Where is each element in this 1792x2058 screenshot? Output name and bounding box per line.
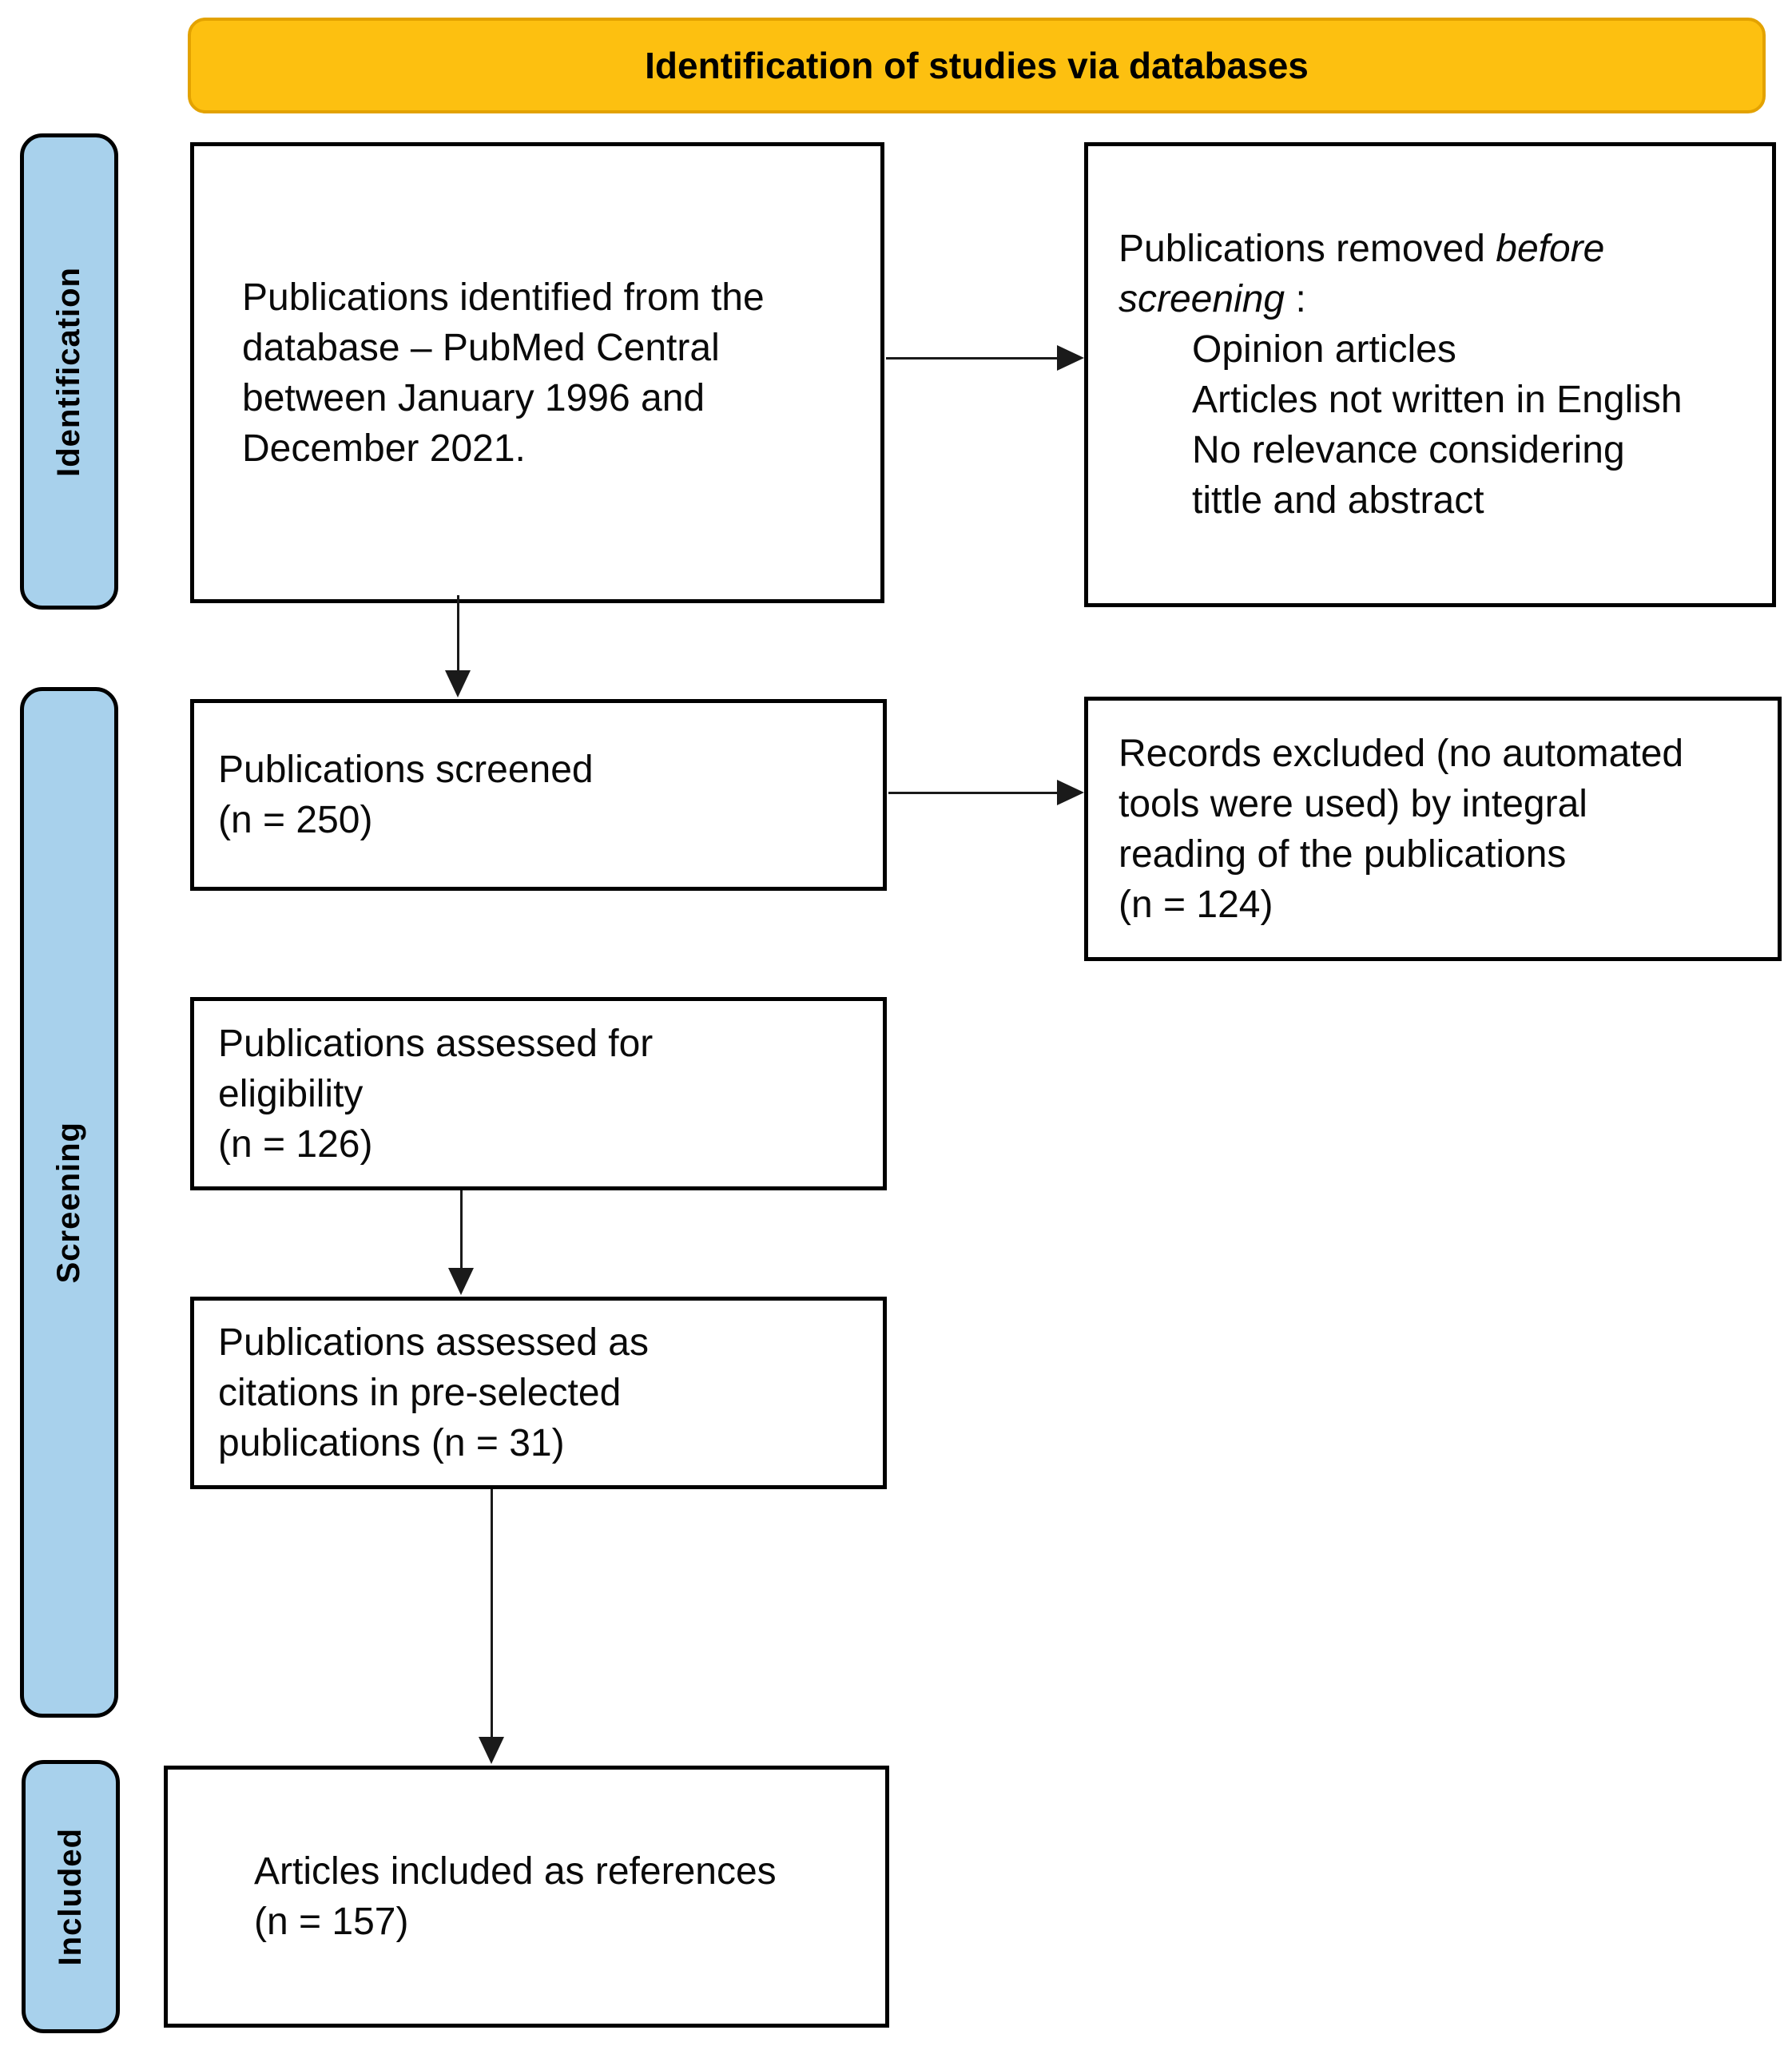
removed-text-italic: screening bbox=[1119, 278, 1285, 320]
banner-identification-of-studies: Identification of studies via databases bbox=[188, 18, 1766, 113]
stage-bar-screening: Screening bbox=[20, 687, 118, 1718]
text-line: publications (n = 31) bbox=[218, 1422, 565, 1464]
text-line: Articles included as references bbox=[254, 1850, 777, 1893]
text-line: between January 1996 and bbox=[242, 376, 705, 419]
box-records-excluded: Records excluded (no automated tools wer… bbox=[1084, 697, 1782, 961]
text-line: eligibility bbox=[218, 1072, 364, 1115]
text-line: Publications assessed for bbox=[218, 1022, 654, 1065]
arrow-identified-to-removed bbox=[886, 345, 1084, 371]
text-line: Publications removed before bbox=[1119, 224, 1772, 274]
text-line: Publications assessed as bbox=[218, 1321, 649, 1364]
removed-text-italic: before bbox=[1496, 228, 1605, 270]
banner-title: Identification of studies via databases bbox=[645, 45, 1309, 86]
box-publications-screened: Publications screened (n = 250) bbox=[190, 699, 887, 891]
removal-reason: Opinion articles bbox=[1192, 328, 1456, 371]
stage-label-included: Included bbox=[53, 1827, 88, 1966]
text-line: (n = 126) bbox=[218, 1122, 373, 1166]
removal-reason: Articles not written in English bbox=[1192, 379, 1683, 421]
box-publications-removed-before-screening: Publications removed before screening : … bbox=[1084, 142, 1776, 607]
box-publications-assessed-citations: Publications assessed as citations in pr… bbox=[190, 1297, 887, 1489]
stage-label-screening: Screening bbox=[51, 1121, 86, 1284]
text-line: (n = 250) bbox=[218, 799, 373, 841]
arrow-head-down-icon bbox=[448, 1268, 474, 1295]
text-line: screening : bbox=[1119, 274, 1772, 324]
text-line: (n = 124) bbox=[1119, 883, 1273, 926]
arrow-head-right-icon bbox=[1057, 345, 1084, 371]
removal-reason: No relevance considering bbox=[1192, 429, 1625, 471]
stage-label-identification: Identification bbox=[51, 266, 86, 477]
arrow-shaft bbox=[886, 356, 1057, 360]
text-line: tools were used) by integral bbox=[1119, 782, 1587, 825]
arrow-identified-to-screened bbox=[445, 595, 471, 697]
text-line: reading of the publications bbox=[1119, 832, 1567, 876]
box-publications-identified: Publications identified from the databas… bbox=[190, 142, 884, 603]
box-articles-included-references: Articles included as references (n = 157… bbox=[164, 1766, 889, 2028]
arrow-shaft bbox=[459, 1190, 463, 1268]
arrow-head-right-icon bbox=[1057, 780, 1084, 805]
text-line: citations in pre-selected bbox=[218, 1372, 622, 1414]
stage-bar-identification: Identification bbox=[20, 133, 118, 610]
text-line: database – PubMed Central bbox=[242, 326, 720, 369]
arrow-shaft bbox=[490, 1489, 493, 1737]
arrow-citations-to-included bbox=[479, 1489, 504, 1764]
arrow-head-down-icon bbox=[445, 670, 471, 697]
arrow-shaft bbox=[456, 595, 459, 670]
stage-bar-included: Included bbox=[22, 1760, 120, 2033]
text-line: Records excluded (no automated bbox=[1119, 732, 1684, 775]
arrow-shaft bbox=[888, 791, 1057, 794]
removed-text-regular: : bbox=[1295, 278, 1306, 320]
removed-text-regular: Publications removed bbox=[1119, 228, 1496, 270]
arrow-eligibility-to-citations bbox=[448, 1190, 474, 1295]
box-publications-assessed-eligibility: Publications assessed for eligibility (n… bbox=[190, 997, 887, 1190]
removal-reason: tittle and abstract bbox=[1192, 479, 1484, 522]
arrow-head-down-icon bbox=[479, 1737, 504, 1764]
text-line: Publications identified from the bbox=[242, 276, 765, 319]
text-line: Publications screened bbox=[218, 749, 594, 791]
text-line: (n = 157) bbox=[254, 1901, 409, 1943]
arrow-screened-to-excluded bbox=[888, 780, 1084, 805]
text-line: December 2021. bbox=[242, 427, 526, 470]
